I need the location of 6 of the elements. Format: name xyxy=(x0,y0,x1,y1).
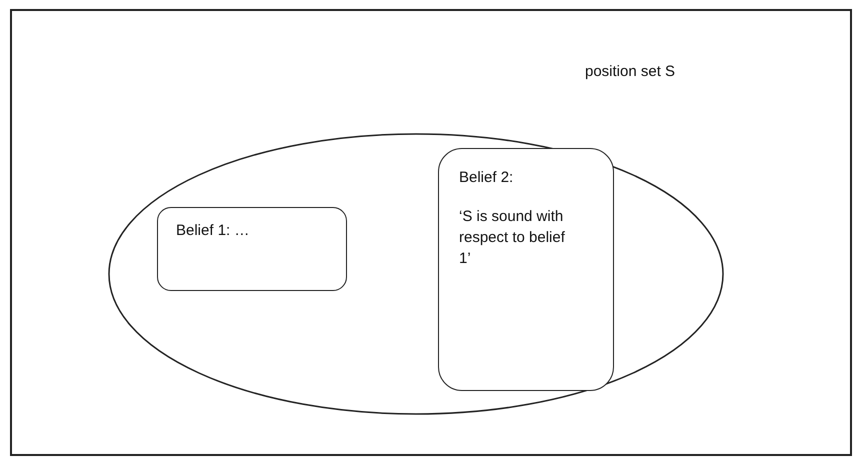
belief-box xyxy=(438,148,614,391)
set-label: position set S xyxy=(585,63,676,80)
belief-title: Belief 1: … xyxy=(176,221,250,241)
belief-box xyxy=(157,207,347,291)
belief-text: ‘S is sound with respect to belief 1’ xyxy=(459,207,566,269)
belief-title: Belief 2: xyxy=(459,168,514,188)
